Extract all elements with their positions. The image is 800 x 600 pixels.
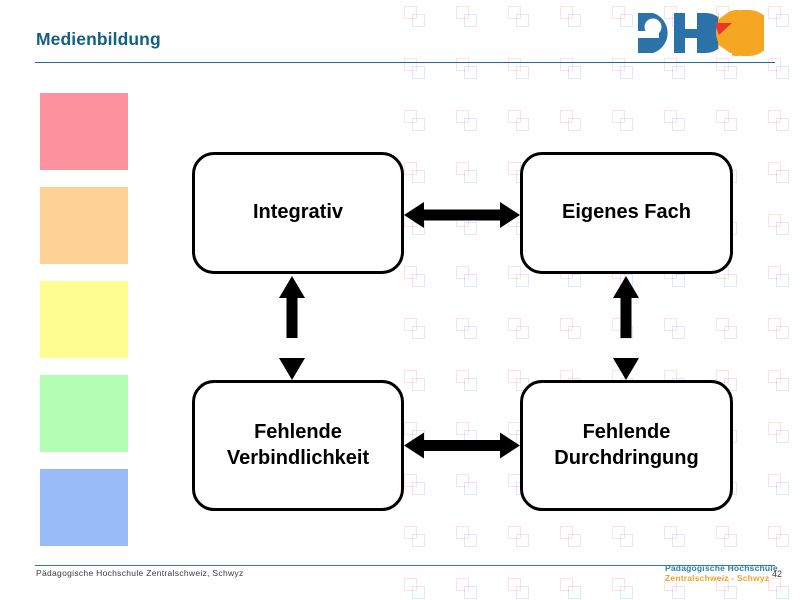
node-integrativ[interactable]: Integrativ xyxy=(192,152,404,274)
footer-logo-line2: Zentralschweiz - Schwyz xyxy=(665,573,770,583)
arrow-integrativ-verbindlichkeit xyxy=(279,276,305,380)
page-number: 42 xyxy=(772,569,783,579)
node-fehlende-verbindlichkeit-label: Fehlende Verbindlichkeit xyxy=(226,420,370,469)
node-fehlende-durchdringung[interactable]: Fehlende Durchdringung xyxy=(520,380,733,511)
footer-divider xyxy=(35,565,775,566)
node-fehlende-durchdringung-label: Fehlende Durchdringung xyxy=(554,420,699,469)
node-integrativ-label: Integrativ xyxy=(252,201,344,224)
arrow-integrativ-eigenesfach xyxy=(404,202,520,228)
page-title: Medienbildung xyxy=(36,29,161,49)
swatch-blue xyxy=(40,469,128,546)
arrow-verbindlichkeit-durchdringung xyxy=(404,432,520,459)
footer-logo-line1: Pädagogische Hochschule xyxy=(665,563,778,573)
node-fehlende-verbindlichkeit[interactable]: Fehlende Verbindlichkeit xyxy=(192,380,404,511)
swatch-green xyxy=(40,375,128,452)
swatch-pink xyxy=(40,93,128,170)
phz-logo xyxy=(636,7,772,59)
title-divider xyxy=(35,62,775,63)
node-eigenes-fach[interactable]: Eigenes Fach xyxy=(520,152,733,274)
footer-institution: Pädagogische Hochschule Zentralschweiz, … xyxy=(36,568,244,578)
node-eigenes-fach-label: Eigenes Fach xyxy=(562,201,691,224)
swatch-yellow xyxy=(40,281,128,358)
swatch-orange xyxy=(40,187,128,264)
arrow-eigenesfach-durchdringung xyxy=(613,276,639,380)
footer-logo: Pädagogische Hochschule Zentralschweiz -… xyxy=(665,563,778,583)
